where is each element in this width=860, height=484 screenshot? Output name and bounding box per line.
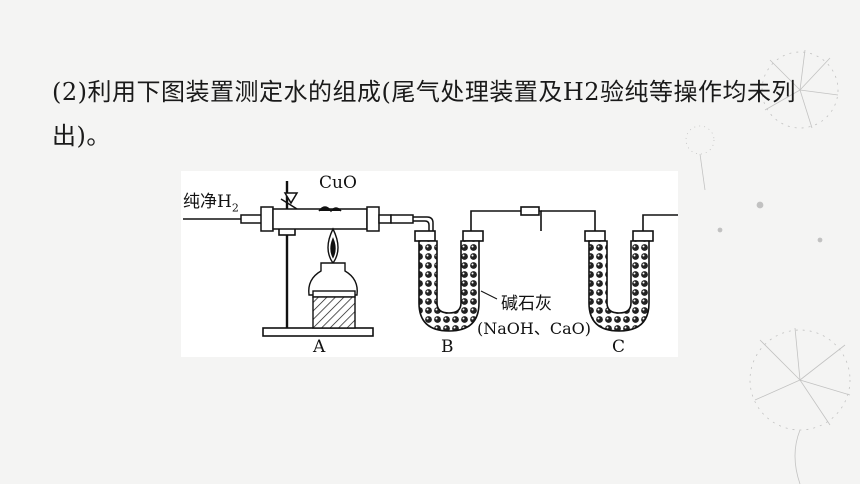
inlet-label: 纯净H2 (183, 187, 239, 214)
apparatus-figure: 纯净H2 CuO 碱石灰 (NaOH、CaO) A B C (181, 171, 678, 357)
apparatus-diagram (183, 181, 678, 337)
question-text: (2)利用下图装置测定水的组成(尾气处理装置及H2验纯等操作均未列出)。 (52, 78, 797, 150)
label-leader-line (480, 290, 498, 300)
alcohol-lamp (308, 227, 358, 329)
apparatus-label-a: A (313, 337, 326, 357)
connector-tube (390, 214, 434, 235)
absorbent-label: 碱石灰 (501, 294, 552, 314)
cuo-label: CuO (319, 173, 357, 193)
u-tube-b (414, 206, 542, 332)
inlet-subscript: 2 (231, 201, 239, 215)
combustion-tube (240, 192, 392, 232)
apparatus-label-c: C (612, 337, 626, 357)
absorbent-formula: (NaOH、CaO) (477, 319, 591, 338)
u-tube-c (541, 210, 678, 332)
inlet-label-text: 纯净H (183, 192, 232, 212)
apparatus-label-b: B (441, 337, 454, 357)
